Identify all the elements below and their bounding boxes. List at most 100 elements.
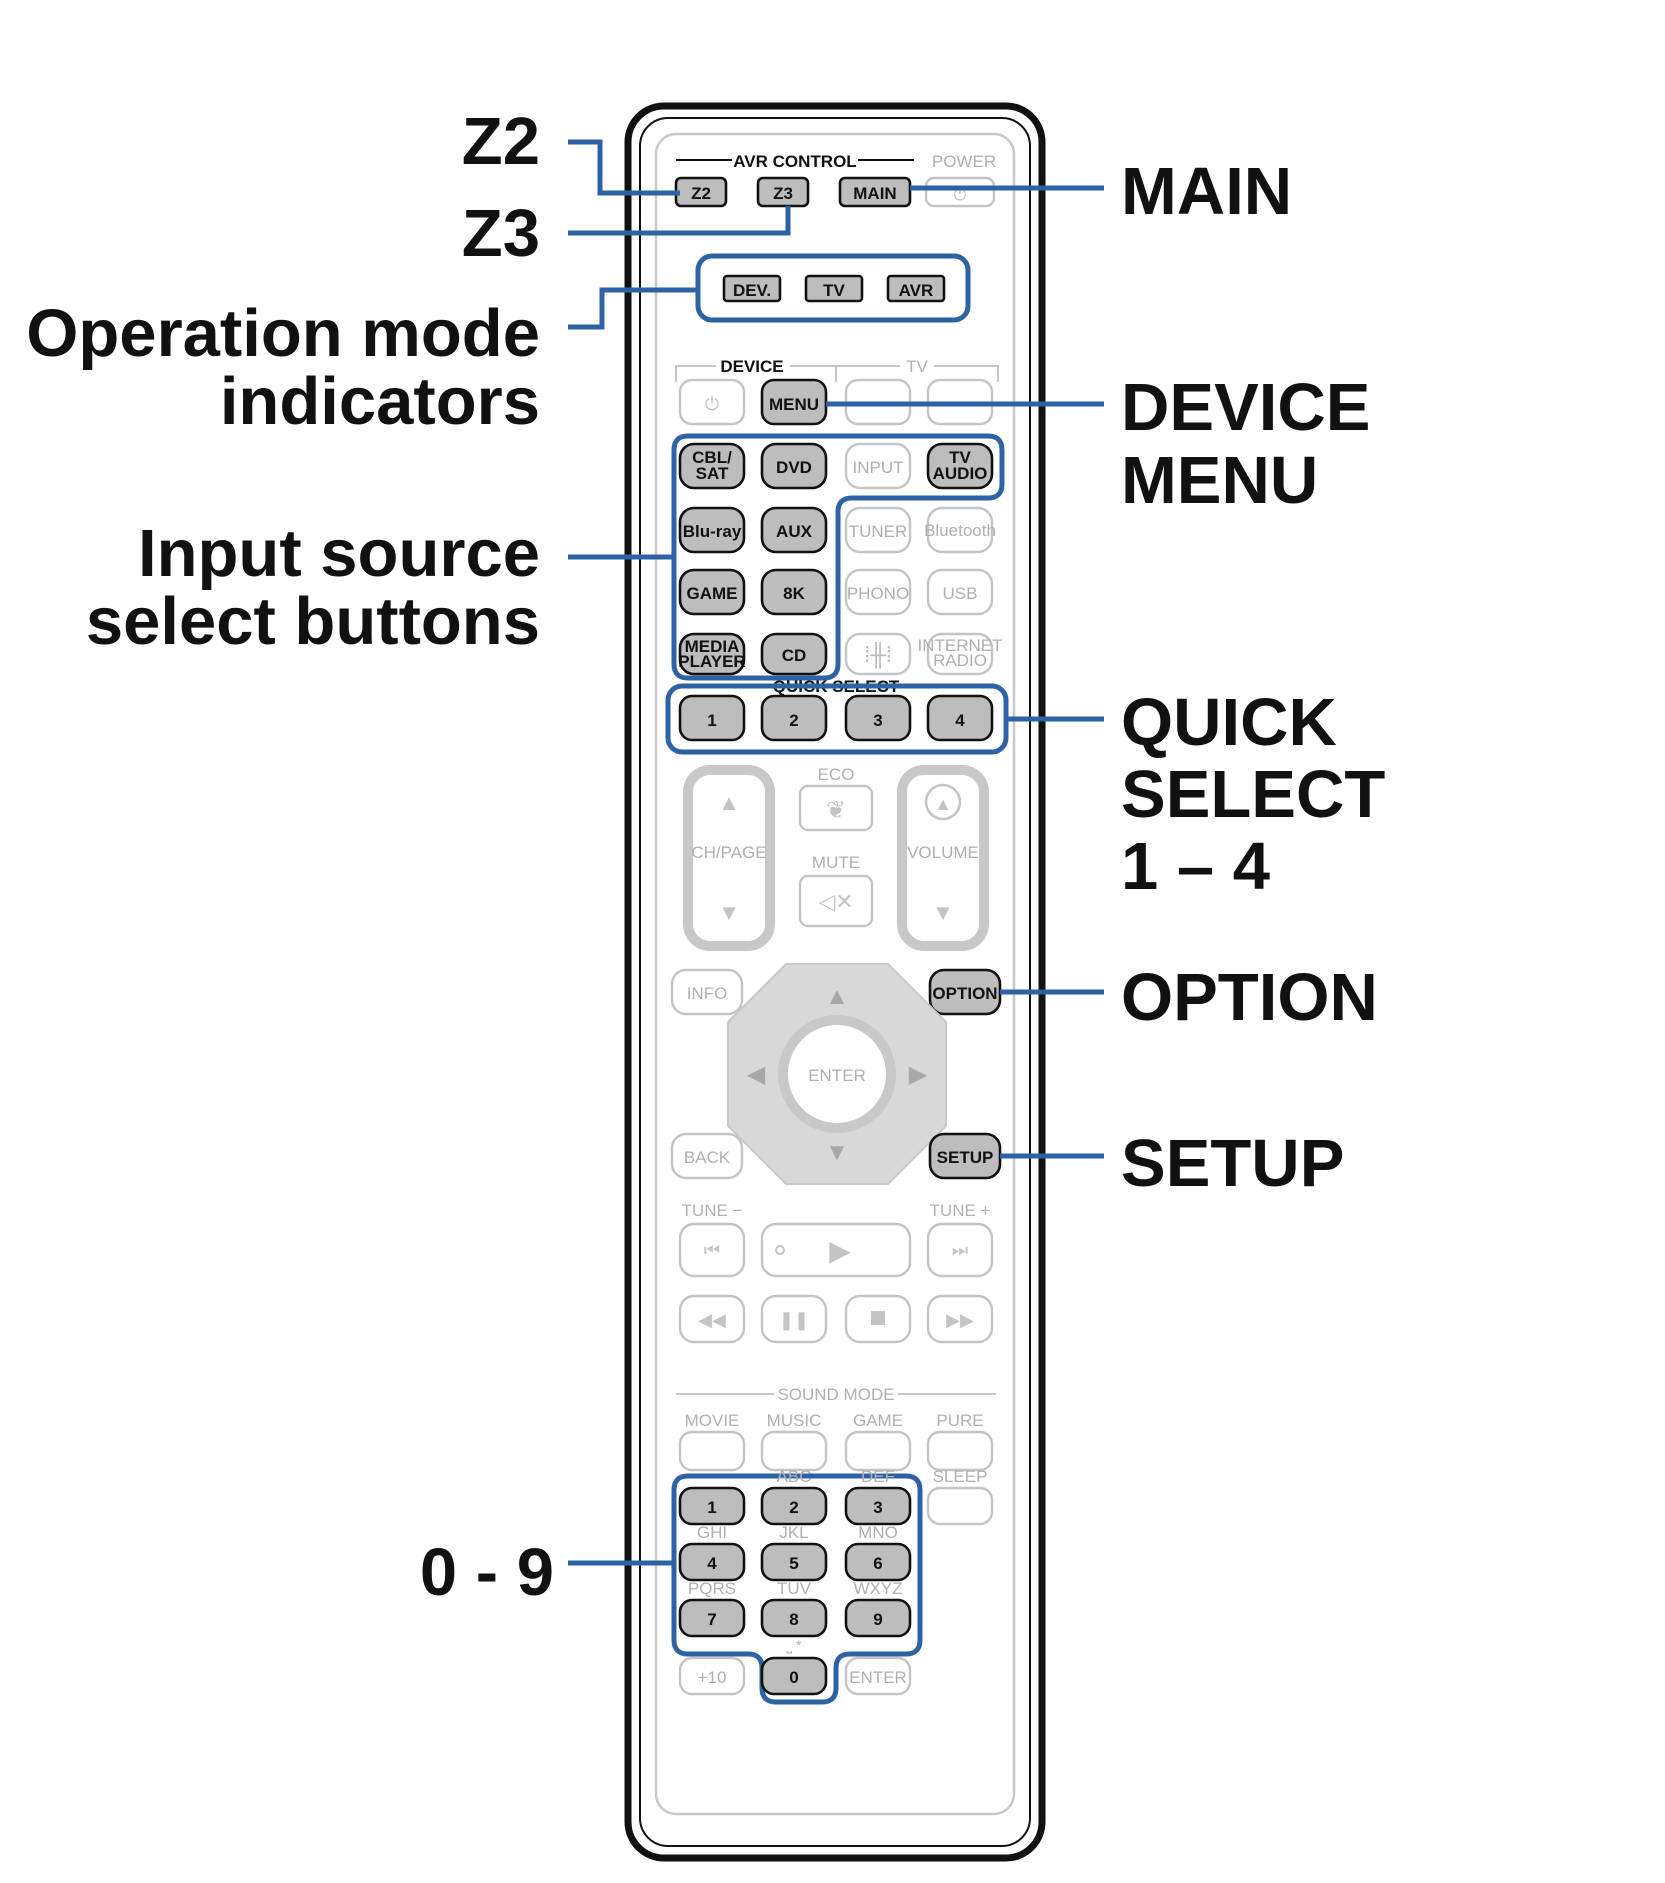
dvd-label: DVD (776, 458, 812, 477)
tuner-label: TUNER (849, 522, 908, 541)
digit-2-button[interactable] (760, 1486, 828, 1526)
main-button[interactable] (838, 176, 912, 208)
cursor-down-icon: ▼ (825, 1139, 849, 1166)
plus10-label: +10 (698, 1668, 727, 1687)
aux-button[interactable] (760, 506, 828, 554)
heos-button[interactable] (844, 632, 912, 676)
quick-select-4-button[interactable] (926, 694, 994, 742)
input-button[interactable] (844, 442, 912, 490)
info-button[interactable] (670, 968, 744, 1016)
bluray-button[interactable] (678, 506, 746, 554)
enter-button[interactable] (778, 1015, 896, 1133)
digit-8-button[interactable] (760, 1598, 828, 1638)
movie-label: MOVIE (685, 1411, 740, 1430)
callout-device-menu-1: DEVICE (1121, 370, 1370, 445)
internet-radio-label-2: RADIO (933, 651, 987, 670)
digit-5-button[interactable] (760, 1542, 828, 1582)
avr-control-heading: AVR CONTROL (733, 152, 856, 171)
ch-page-rocker[interactable] (683, 765, 775, 951)
callout-quick-select-3: 1 – 4 (1121, 829, 1270, 904)
tv-audio-label-1: TV (949, 448, 971, 467)
pure-button[interactable] (926, 1430, 994, 1472)
quick-select-3-button[interactable] (844, 694, 912, 742)
quick-select-1-button[interactable] (678, 694, 746, 742)
quick-select-2-button[interactable] (760, 694, 828, 742)
keypad-enter-button[interactable] (844, 1656, 912, 1696)
play-button[interactable] (760, 1222, 912, 1278)
z3-button[interactable] (756, 176, 810, 208)
eco-leaf-icon: ❦ (826, 797, 846, 824)
play-icon: ▶ (829, 1235, 851, 1266)
wxyz-label: WXYZ (853, 1579, 902, 1598)
music-label: MUSIC (767, 1411, 822, 1430)
usb-button[interactable] (926, 568, 994, 616)
digit-3-button[interactable] (844, 1486, 912, 1526)
dvd-button[interactable] (760, 442, 828, 490)
bluray-label: Blu-ray (683, 522, 742, 541)
callout-operation-mode-1: Operation mode (26, 296, 540, 371)
phono-button[interactable] (844, 568, 912, 616)
callout-digits: 0 - 9 (420, 1535, 554, 1610)
volume-rocker[interactable] (897, 765, 989, 951)
digit-0-button[interactable] (760, 1656, 828, 1696)
device-power-button[interactable] (678, 378, 746, 426)
ghi-label: GHI (697, 1523, 727, 1542)
callout-input-source-1: Input source (138, 516, 540, 591)
tv-heading: TV (906, 357, 928, 376)
abc-label: ABC (777, 1467, 812, 1486)
callout-option: OPTION (1121, 960, 1378, 1035)
digit-6-button[interactable] (844, 1542, 912, 1582)
internet-radio-button[interactable] (926, 632, 994, 676)
media-player-button[interactable] (678, 632, 746, 676)
fast-forward-button[interactable] (926, 1294, 994, 1344)
game-mode-button[interactable] (844, 1430, 912, 1472)
pause-button[interactable] (760, 1294, 828, 1344)
indicator-dev (722, 274, 782, 303)
sleep-button[interactable] (926, 1486, 994, 1526)
digit-7-button[interactable] (678, 1598, 746, 1638)
game-mode-label: GAME (853, 1411, 903, 1430)
device-menu-label: MENU (769, 395, 819, 414)
eco-label: ECO (818, 765, 855, 784)
leader-lines (568, 139, 1104, 1566)
digit-6-label: 6 (873, 1554, 882, 1573)
skip-back-button[interactable] (678, 1222, 746, 1278)
plus10-button[interactable] (678, 1656, 746, 1696)
rewind-button[interactable] (678, 1294, 746, 1344)
digit-4-button[interactable] (678, 1542, 746, 1582)
eco-button[interactable] (798, 784, 874, 832)
power-button[interactable] (924, 176, 996, 208)
game-button[interactable] (678, 568, 746, 616)
callout-quick-select-1: QUICK (1121, 685, 1337, 760)
ch-up-icon: ▲ (718, 790, 740, 815)
back-button[interactable] (670, 1132, 744, 1180)
def-label: DEF (861, 1467, 895, 1486)
tuner-button[interactable] (844, 506, 912, 554)
internet-radio-label-1: INTERNET (918, 636, 1003, 655)
sound-mode-heading: SOUND MODE (777, 1385, 894, 1404)
music-button[interactable] (760, 1430, 828, 1472)
movie-button[interactable] (678, 1430, 746, 1472)
cbl-sat-button[interactable] (678, 442, 746, 490)
quick-select-1-label: 1 (707, 711, 716, 730)
mute-label: MUTE (812, 853, 860, 872)
skip-forward-button[interactable] (926, 1222, 994, 1278)
space-symbol-icon: ⎵ * (787, 1637, 802, 1654)
digit-1-button[interactable] (678, 1486, 746, 1526)
bluetooth-label: Bluetooth (924, 521, 996, 540)
mute-button[interactable] (798, 874, 874, 928)
bluetooth-button[interactable] (926, 506, 994, 554)
callout-z3: Z3 (462, 196, 540, 271)
quick-select-4-label: 4 (955, 711, 965, 730)
cd-button[interactable] (760, 632, 828, 676)
ch-down-icon: ▼ (718, 900, 740, 925)
tv-audio-button[interactable] (926, 442, 994, 490)
indicator-dev-label: DEV. (733, 281, 771, 300)
usb-label: USB (943, 584, 978, 603)
setup-label: SETUP (937, 1148, 994, 1167)
cbl-sat-label-1: CBL/ (692, 448, 732, 467)
digit-9-button[interactable] (844, 1598, 912, 1638)
quick-select-2-label: 2 (789, 711, 798, 730)
8k-button[interactable] (760, 568, 828, 616)
